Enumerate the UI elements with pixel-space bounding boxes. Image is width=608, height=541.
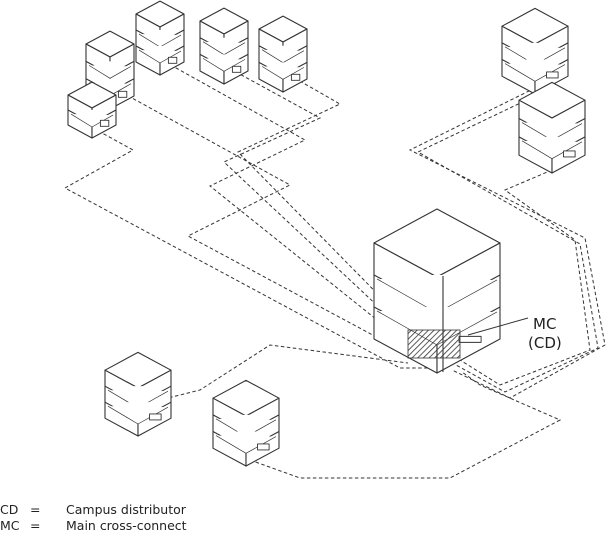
legend-text: Main cross-connect bbox=[66, 518, 187, 533]
cable-route-7 bbox=[416, 95, 599, 393]
building-floor-line bbox=[215, 435, 277, 454]
main-cross-connect-hatch bbox=[407, 329, 461, 359]
telecom-room-box bbox=[231, 65, 242, 73]
building-floor-line bbox=[107, 405, 169, 425]
telecom-room-box bbox=[458, 335, 482, 343]
telecom-room-box bbox=[149, 413, 162, 421]
legend-text: Campus distributor bbox=[66, 502, 186, 517]
building-top-left-2 bbox=[135, 0, 185, 76]
building-top-left-4 bbox=[258, 15, 308, 93]
building-top-left-3 bbox=[199, 7, 249, 85]
building-floor-line bbox=[88, 65, 132, 79]
cable-route-10 bbox=[249, 371, 562, 479]
building-top-left-5 bbox=[67, 81, 117, 139]
cable-route-5 bbox=[237, 71, 417, 334]
telecom-room-box bbox=[167, 56, 178, 64]
telecom-room-box bbox=[563, 150, 576, 158]
telecom-room-box bbox=[546, 71, 559, 79]
cable-route-4 bbox=[223, 65, 415, 341]
building-top-right-1 bbox=[501, 7, 569, 95]
cable-route-3 bbox=[159, 58, 413, 349]
legend-equals: = bbox=[30, 518, 41, 533]
mc-leader-line bbox=[467, 317, 529, 336]
building-floor-line bbox=[504, 63, 566, 82]
main-building-details: MC (CD) bbox=[407, 315, 562, 359]
building-floor-line bbox=[70, 113, 114, 128]
cd-label: (CD) bbox=[528, 334, 562, 352]
buildings bbox=[67, 0, 586, 467]
telecom-room-box bbox=[117, 90, 128, 98]
building-floor-line bbox=[261, 66, 305, 80]
legend: CD = Campus distributor MC = Main cross-conn… bbox=[0, 502, 420, 534]
building-top-right-2 bbox=[518, 81, 586, 174]
building-floor-line bbox=[202, 58, 246, 72]
telecom-room-box bbox=[99, 119, 110, 127]
building-floor-line bbox=[521, 140, 583, 160]
building-bottom-left-2 bbox=[212, 379, 280, 467]
telecom-room-box bbox=[290, 73, 301, 81]
cable-route-6 bbox=[408, 87, 606, 399]
legend-row-cd: CD = Campus distributor bbox=[0, 502, 420, 518]
building-floor-line bbox=[138, 49, 182, 64]
legend-abbr: CD bbox=[0, 502, 19, 517]
legend-abbr: MC bbox=[0, 518, 20, 533]
legend-row-mc: MC = Main cross-connect bbox=[0, 518, 420, 534]
building-bottom-left-1 bbox=[104, 351, 172, 437]
cable-route-8 bbox=[459, 169, 591, 386]
cable-route-1 bbox=[63, 127, 430, 369]
legend-equals: = bbox=[30, 502, 41, 517]
mc-label: MC bbox=[533, 315, 556, 333]
telecom-room-box bbox=[257, 443, 270, 451]
